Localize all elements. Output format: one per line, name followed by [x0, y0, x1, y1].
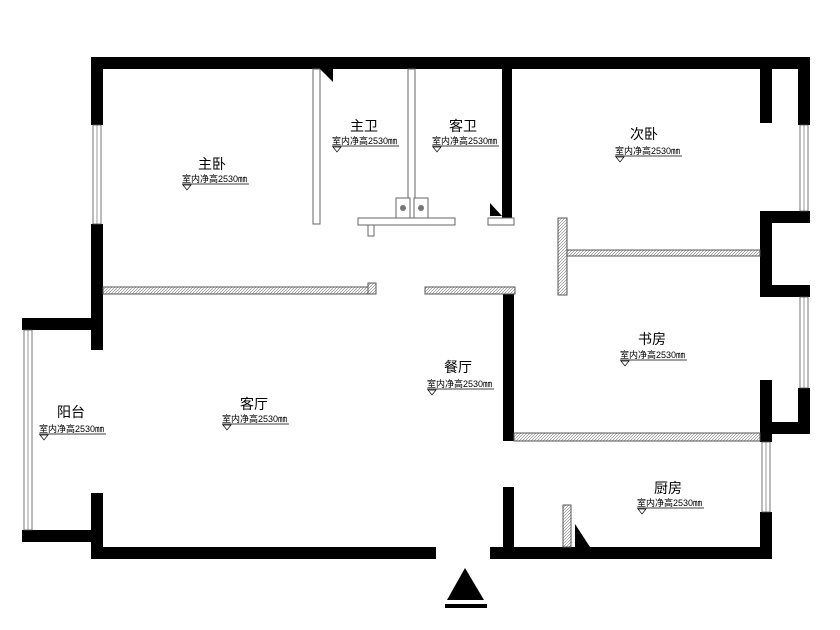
room-height-label: 室内净高2530㎜: [39, 423, 104, 434]
room-label-master-bedroom: 主卧 室内净高2530㎜: [182, 157, 249, 191]
room-name: 厨房: [654, 481, 682, 497]
room-height-label: 室内净高2530㎜: [332, 135, 397, 146]
room-name: 书房: [638, 332, 666, 348]
room-label-study: 书房 室内净高2530㎜: [620, 332, 687, 367]
room-label-second-bedroom: 次卧 室内净高2530㎜: [615, 127, 682, 163]
room-label-kitchen: 厨房 室内净高2530㎜: [637, 481, 704, 515]
room-name: 主卧: [198, 157, 226, 173]
room-height-label: 室内净高2530㎜: [620, 349, 685, 360]
room-name: 阳台: [57, 405, 85, 421]
room-label-living-room: 客厅 室内净高2530㎜: [222, 396, 289, 431]
room-height-label: 室内净高2530㎜: [432, 135, 497, 146]
room-label-balcony: 阳台 室内净高2530㎜: [39, 405, 106, 441]
partition-walls: [102, 68, 761, 548]
room-height-label: 室内净高2530㎜: [427, 378, 492, 389]
room-height-label: 室内净高2530㎜: [222, 413, 287, 424]
entrance-marker-icon: [445, 568, 487, 608]
room-name: 次卧: [630, 127, 658, 143]
room-height-label: 室内净高2530㎜: [182, 173, 247, 184]
outer-walls: [22, 57, 810, 559]
room-height-label: 室内净高2530㎜: [615, 145, 680, 156]
room-name: 客厅: [240, 396, 268, 413]
room-label-dining-room: 餐厅 室内净高2530㎜: [427, 360, 494, 396]
room-name: 餐厅: [444, 360, 472, 376]
windows: [23, 124, 809, 531]
room-label-master-bath: 主卫 室内净高2530㎜: [332, 119, 399, 153]
room-name: 主卫: [350, 119, 378, 135]
room-height-label: 室内净高2530㎜: [637, 497, 702, 508]
room-label-guest-bath: 客卫 室内净高2530㎜: [432, 118, 499, 153]
room-name: 客卫: [449, 118, 477, 135]
